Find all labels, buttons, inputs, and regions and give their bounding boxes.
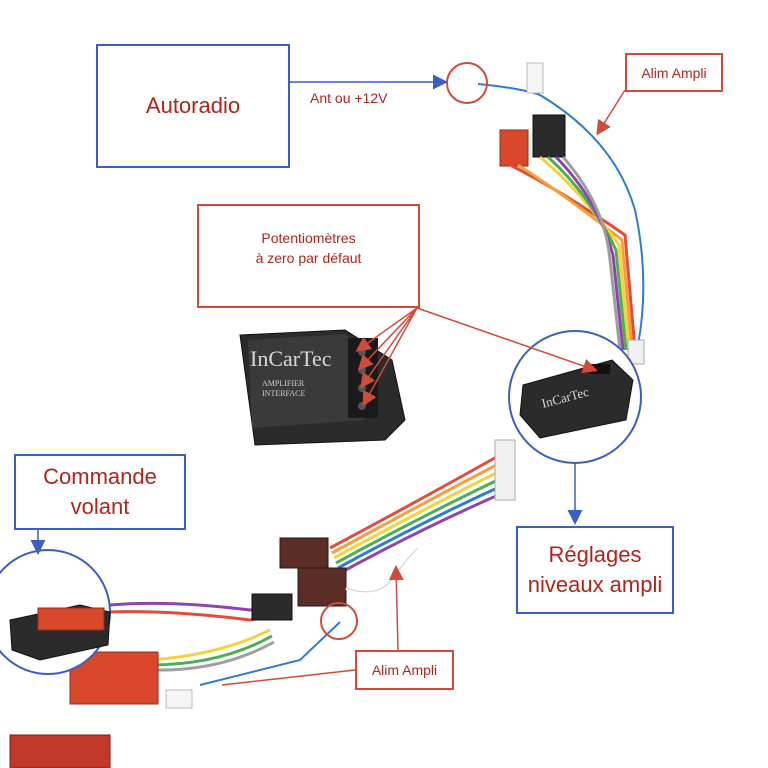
top-harness xyxy=(477,62,645,365)
module-product-line1: AMPLIFIER xyxy=(262,379,305,388)
steering-control-module xyxy=(0,549,111,675)
alim-ampli-bottom-highlight xyxy=(320,602,358,640)
red-connector-edge xyxy=(9,734,111,768)
alim-ampli-top-box: Alim Ampli xyxy=(625,53,723,92)
module-product-line2: INTERFACE xyxy=(262,389,306,398)
alim-bottom-arrow xyxy=(388,565,404,651)
autoradio-box: Autoradio xyxy=(96,44,290,168)
ant-label: Ant ou +12V xyxy=(310,90,388,106)
commande-volant-box: Commande volant xyxy=(14,454,186,530)
alim-top-arrow xyxy=(596,89,626,136)
black-connector-small xyxy=(251,593,293,621)
alim-ampli-top-label: Alim Ampli xyxy=(641,64,707,81)
alim-ampli-top-highlight xyxy=(446,62,488,104)
reglages-line1: Réglages xyxy=(548,542,642,567)
white-connector-mid xyxy=(494,439,516,501)
commande-line2: volant xyxy=(70,494,130,519)
wire-tag xyxy=(526,62,544,94)
wire-tag-bottom xyxy=(165,689,193,709)
potentiometres-line2: à zero par défaut xyxy=(255,250,362,266)
autoradio-label: Autoradio xyxy=(145,93,241,118)
brown-connector-1 xyxy=(279,537,329,569)
commande-line1: Commande xyxy=(43,464,157,489)
potentiometres-line1: Potentiomètres xyxy=(261,230,356,246)
small-amplifier-module: InCarTec xyxy=(508,330,642,464)
alim-bottom-line xyxy=(221,669,356,686)
red-iso-connector xyxy=(499,129,529,167)
reglages-niveaux-box: Réglages niveaux ampli xyxy=(516,526,674,614)
brown-connector-2 xyxy=(297,567,347,607)
potentiometres-box: Potentiomètres à zero par défaut xyxy=(197,204,420,308)
module-brand-text: InCarTec xyxy=(250,346,332,371)
black-iso-connector xyxy=(532,114,566,158)
potentiometer-arrows xyxy=(355,307,598,407)
reglages-line2: niveaux ampli xyxy=(527,572,663,597)
alim-ampli-bottom-box: Alim Ampli xyxy=(355,650,454,690)
bottom-harness xyxy=(9,439,516,768)
alim-ampli-bottom-label: Alim Ampli xyxy=(371,662,438,678)
white-connector xyxy=(627,339,645,365)
